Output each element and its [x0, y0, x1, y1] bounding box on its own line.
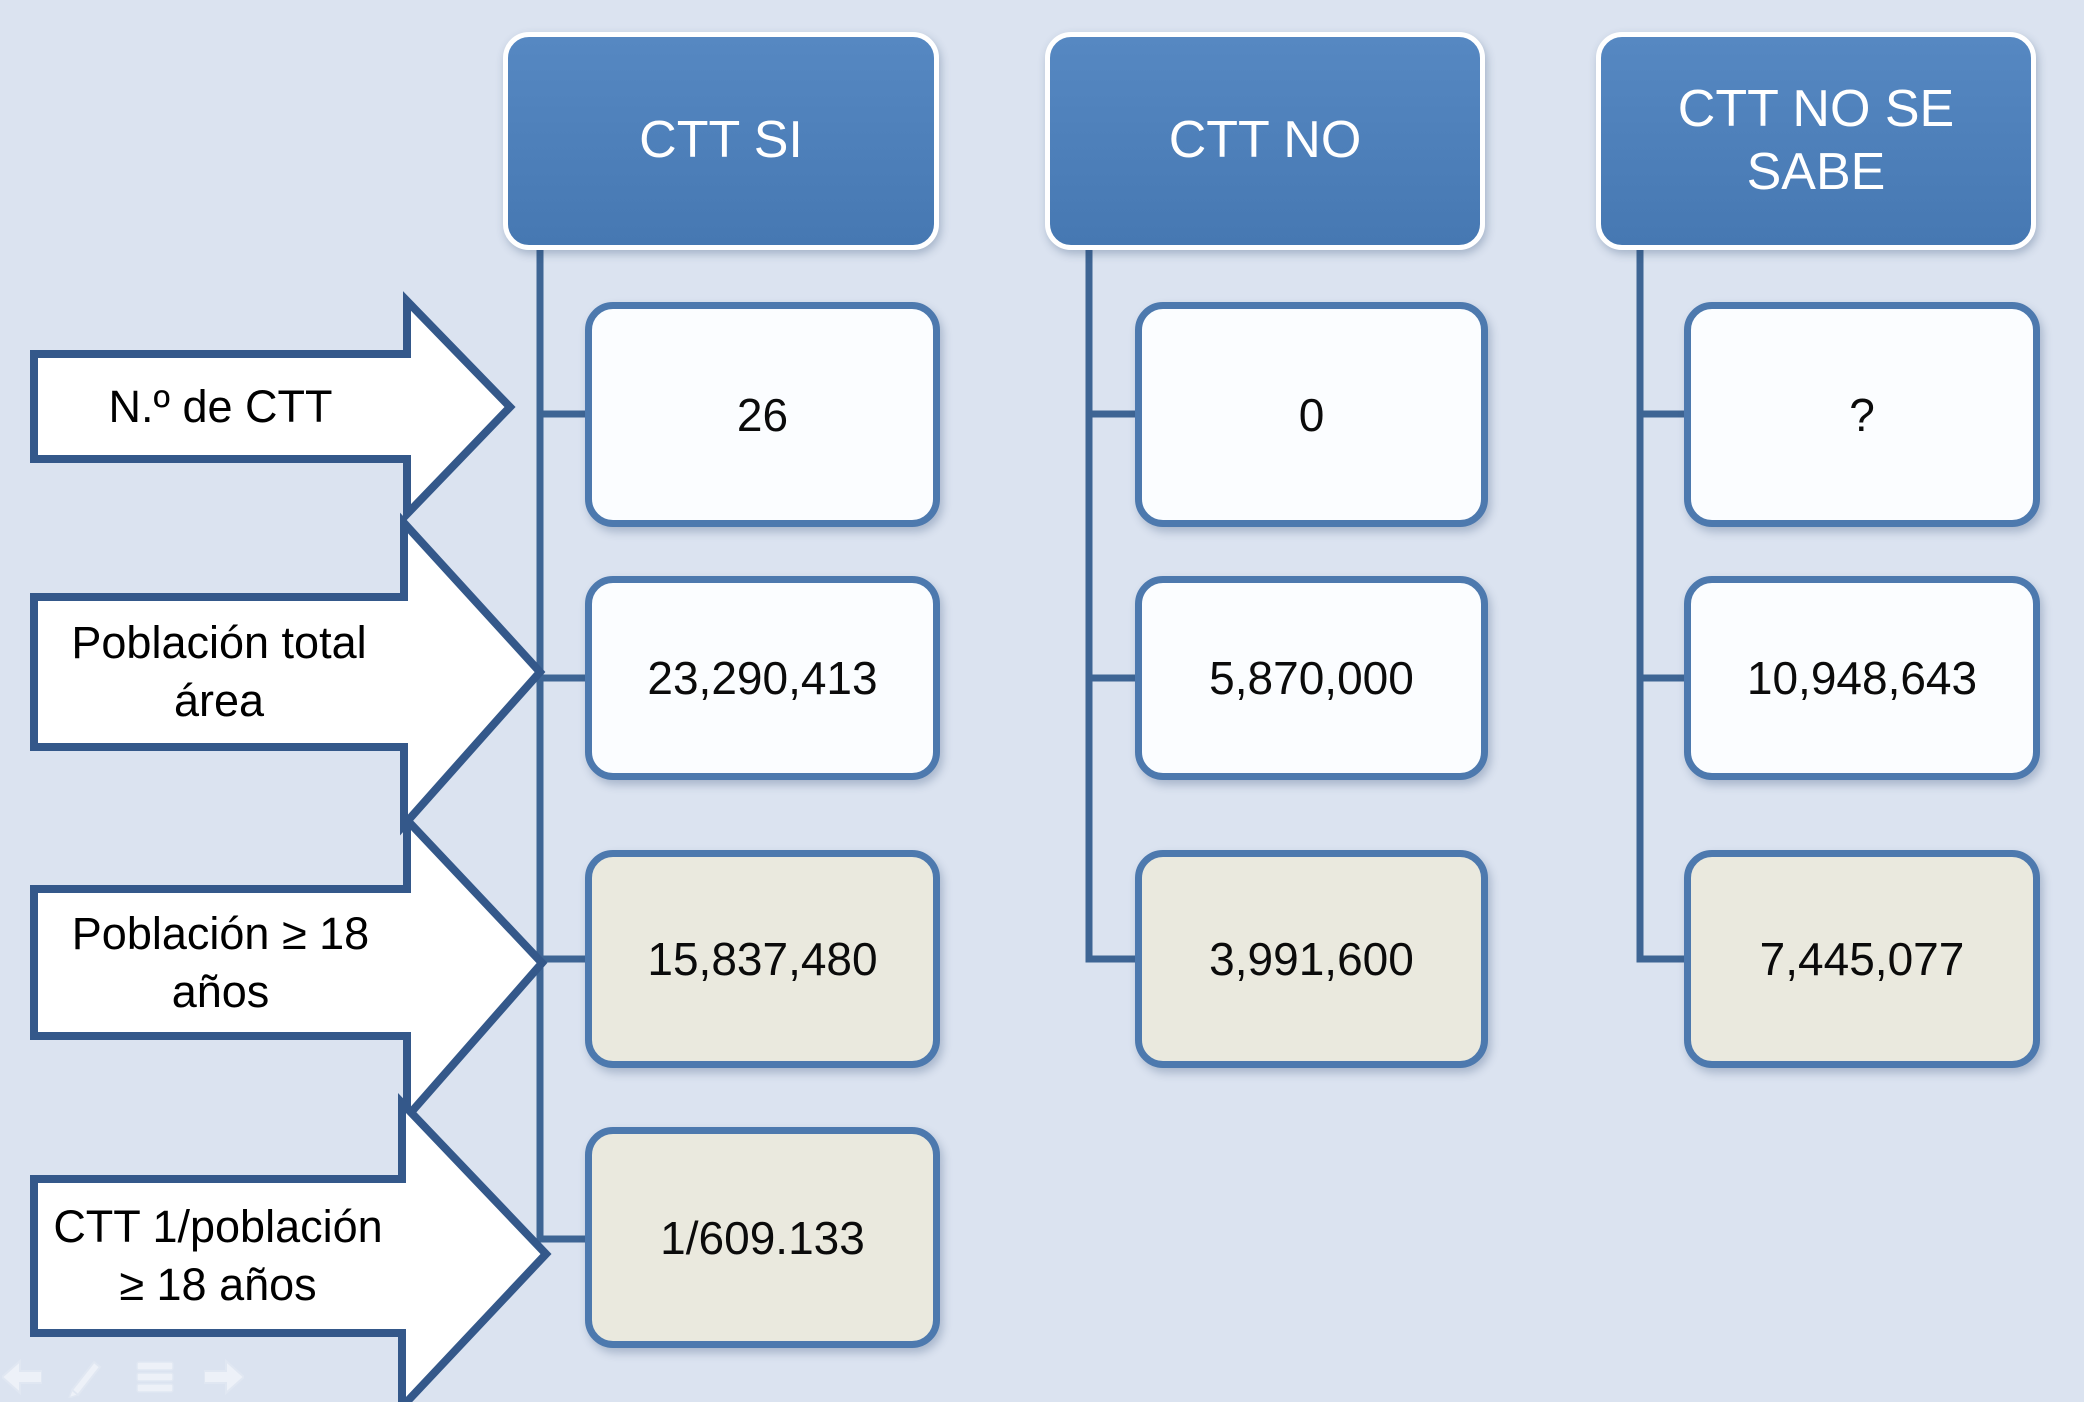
row-label-num-ctt: N.º de CTT	[108, 380, 333, 432]
value-ctt-si-poblacion-total: 23,290,413	[585, 576, 940, 780]
connector-ctt-no-se-sabe	[1636, 250, 1685, 963]
row-label-poblacion-18: Población ≥ 18 años	[71, 907, 370, 1017]
header-label: CTT NO SE SABE	[1677, 79, 1955, 201]
value-ctt-no-num-ctt: 0	[1135, 302, 1488, 527]
header-ctt-si: CTT SI	[503, 32, 939, 250]
list-icon[interactable]	[136, 1358, 174, 1401]
value-ctt-si-ratio: 1/609.133	[585, 1127, 940, 1348]
header-label: CTT NO	[1168, 111, 1362, 170]
value-ctt-nosesabe-poblacion-18: 7,445,077	[1684, 850, 2040, 1068]
row-label-ctt-1-poblacion-18: CTT 1/población ≥ 18 años	[53, 1201, 383, 1310]
header-ctt-no-se-sabe: CTT NO SE SABE	[1596, 32, 2036, 250]
value-ctt-si-poblacion-18: 15,837,480	[585, 850, 940, 1068]
row-arrow-3	[30, 809, 548, 1128]
row-label-poblacion-total-area: Población total área	[71, 617, 367, 726]
value-ctt-nosesabe-num-ctt: ?	[1684, 302, 2040, 527]
row-arrow-2	[30, 512, 546, 836]
header-ctt-no: CTT NO	[1045, 32, 1485, 250]
back-icon[interactable]	[0, 1358, 43, 1401]
connector-ctt-no	[1085, 250, 1136, 963]
value-ctt-no-poblacion-18: 3,991,600	[1135, 850, 1488, 1068]
value-ctt-nosesabe-poblacion-total: 10,948,643	[1684, 576, 2040, 780]
connector-ctt-si	[536, 250, 586, 1243]
row-arrow-1	[30, 291, 516, 524]
header-label: CTT SI	[639, 111, 803, 170]
value-ctt-no-poblacion-total: 5,870,000	[1135, 576, 1488, 780]
value-ctt-si-num-ctt: 26	[585, 302, 940, 527]
pencil-icon[interactable]	[64, 1354, 106, 1402]
row-arrow-4	[30, 1093, 552, 1402]
forward-icon[interactable]	[203, 1358, 246, 1401]
